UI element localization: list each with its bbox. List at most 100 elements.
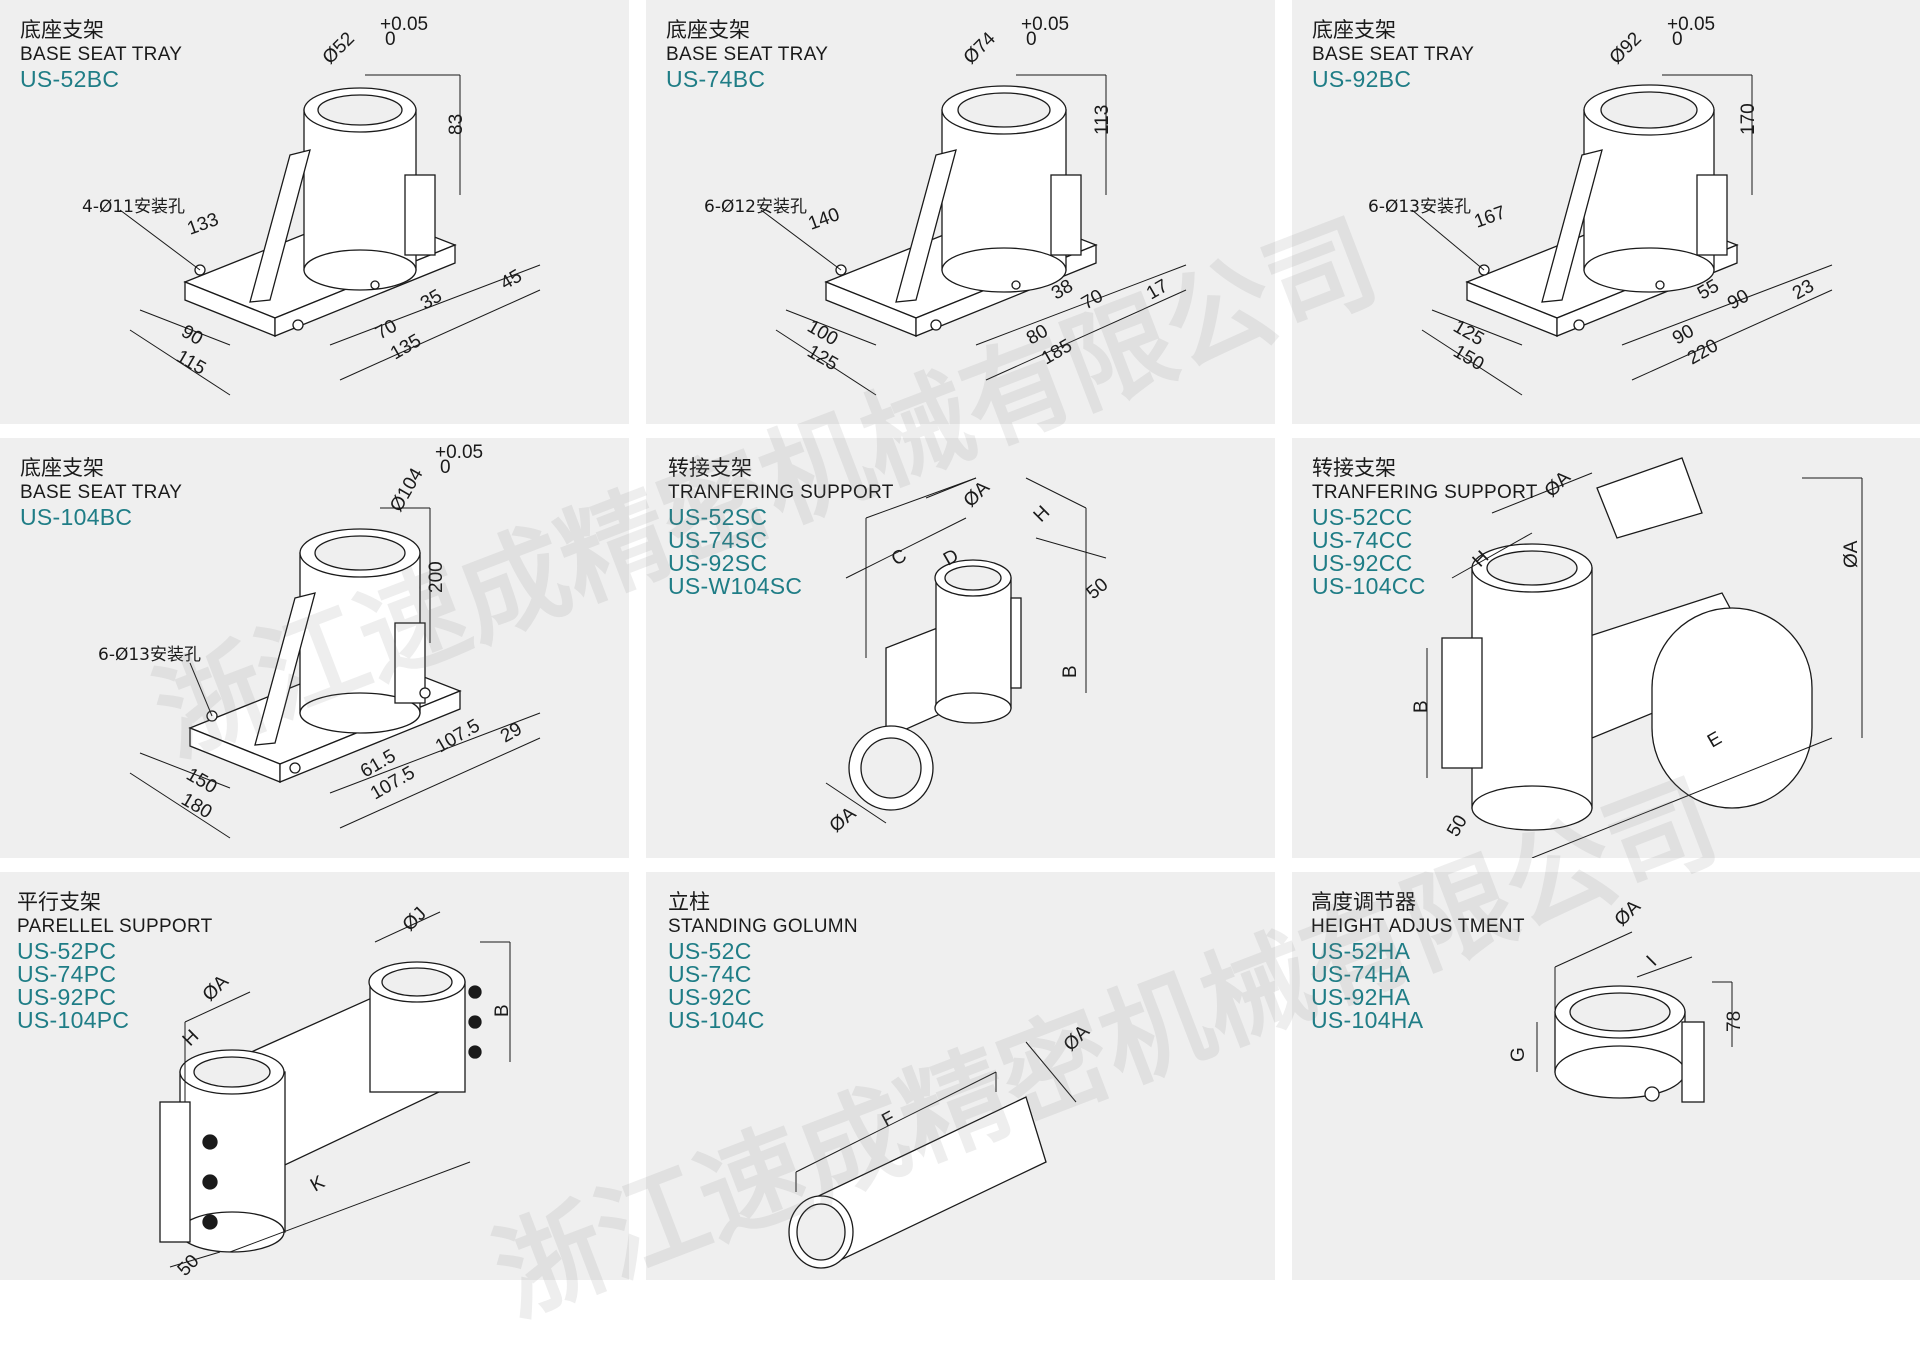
model-item: US-74C [668, 961, 752, 987]
label-dim-4: 107.5 [432, 715, 484, 757]
label-f: F [878, 1107, 898, 1131]
title-cn: 高度调节器 [1311, 890, 1416, 914]
label-k: K [307, 1172, 329, 1197]
panel-header: 转接支架 TRANFERING SUPPORT US-52SC US-74SC … [668, 456, 894, 598]
model-list: US-52CC US-74CC US-92CC US-104CC [1312, 506, 1538, 598]
label-dim-8: 115 [173, 346, 210, 379]
drawing-base-seat-tray-52: Ø52 +0.05 0 4-Ø11安装孔 83 133 45 35 70 135… [82, 14, 541, 396]
model-list: US-74BC [666, 68, 828, 91]
label-dim-1: 113 [1092, 105, 1113, 135]
panel-header: 底座支架 BASE SEAT TRAY US-104BC [20, 456, 182, 529]
model-item: US-104BC [20, 504, 133, 530]
drawing-parellel-support: ØJ ØA H B K 50 [159, 904, 513, 1280]
panel-header: 底座支架 BASE SEAT TRAY US-92BC [1312, 18, 1474, 91]
model-list: US-52PC US-74PC US-92PC US-104PC [17, 940, 213, 1032]
drawing-tranfering-support-sc: ØA ØA H C D B 50 [826, 477, 1113, 837]
title-cn: 立柱 [668, 890, 710, 914]
panel-header: 高度调节器 HEIGHT ADJUS TMENT US-52HA US-74HA… [1311, 890, 1525, 1032]
model-list: US-52HA US-74HA US-92HA US-104HA [1311, 940, 1525, 1032]
label-tol-plus: +0.05 [1021, 14, 1069, 35]
panel-tranfering-support-sc: ØA ØA H C D B 50 转接支架 TRANFERING SUPPORT… [646, 438, 1275, 858]
model-item: US-52BC [20, 66, 120, 92]
label-dim-7: 90 [178, 321, 207, 350]
label-a-top: ØA [1541, 467, 1575, 501]
label-diameter: Ø92 [1606, 28, 1646, 68]
model-item: US-52PC [17, 938, 117, 964]
label-50: 50 [1443, 812, 1472, 841]
label-a: ØA [1611, 896, 1645, 930]
title-cn: 底座支架 [20, 18, 104, 42]
model-item: US-74HA [1311, 961, 1411, 987]
drawing-standing-golumn: F ØA [788, 1021, 1094, 1269]
label-b: B [1060, 665, 1081, 678]
label-dim-3: 29 [497, 719, 526, 748]
label-holes: 6-Ø13安装孔 [1368, 197, 1471, 217]
label-dim-2: 140 [806, 204, 843, 235]
model-item: US-74SC [668, 527, 768, 553]
model-item: US-52C [668, 938, 752, 964]
label-h: H [1030, 502, 1055, 527]
title-en: TRANFERING SUPPORT [668, 482, 894, 503]
model-item: US-74CC [1312, 527, 1413, 553]
model-item: US-104C [668, 1007, 765, 1033]
model-list: US-52BC [20, 68, 182, 91]
label-50: 50 [174, 1251, 204, 1280]
title-en: PARELLEL SUPPORT [17, 916, 213, 937]
label-holes: 6-Ø13安装孔 [98, 645, 201, 665]
label-diameter: Ø52 [319, 28, 359, 68]
drawing-tranfering-support-cc: ØA ØA H B E 50 [1411, 457, 1863, 858]
label-g: G [1508, 1047, 1529, 1062]
label-dim-4: 90 [1724, 286, 1753, 315]
model-item: US-92BC [1312, 66, 1412, 92]
model-list: US-104BC [20, 506, 182, 529]
model-item: US-92PC [17, 984, 117, 1010]
title-cn: 底座支架 [666, 18, 750, 42]
panel-base-seat-tray-74: Ø74 +0.05 0 6-Ø12安装孔 113 140 17 70 38 80… [646, 0, 1275, 424]
model-item: US-92HA [1311, 984, 1411, 1010]
model-item: US-104CC [1312, 573, 1426, 599]
panel-standing-golumn: F ØA 立柱 STANDING GOLUMN US-52C US-74C US… [646, 872, 1275, 1280]
model-list: US-52SC US-74SC US-92SC US-W104SC [668, 506, 894, 598]
model-list: US-92BC [1312, 68, 1474, 91]
label-tol-zero: 0 [1672, 29, 1683, 50]
label-a-side: ØA [826, 803, 861, 837]
label-dim-3: 45 [497, 266, 526, 295]
title-cn: 转接支架 [668, 456, 752, 480]
model-list: US-52C US-74C US-92C US-104C [668, 940, 858, 1032]
panel-parellel-support: ØJ ØA H B K 50 平行支架 PARELLEL SUPPORT US-… [0, 872, 629, 1280]
title-cn: 转接支架 [1312, 456, 1396, 480]
label-dim-8: 150 [1450, 341, 1488, 375]
panel-header: 立柱 STANDING GOLUMN US-52C US-74C US-92C … [668, 890, 858, 1032]
title-en: TRANFERING SUPPORT [1312, 482, 1538, 503]
label-a: ØA [1060, 1021, 1094, 1055]
label-b: B [492, 1004, 513, 1017]
label-dim-4: 70 [1078, 286, 1107, 315]
label-tol-zero: 0 [440, 457, 451, 478]
title-cn: 底座支架 [20, 456, 104, 480]
model-item: US-104PC [17, 1007, 130, 1033]
panel-base-seat-tray-92: Ø92 +0.05 0 6-Ø13安装孔 170 167 23 90 55 90… [1292, 0, 1920, 424]
label-dim-8: 125 [804, 341, 842, 375]
label-b: B [1411, 700, 1432, 713]
model-item: US-74BC [666, 66, 766, 92]
label-dim-2: 167 [1472, 202, 1509, 233]
label-diameter: Ø74 [960, 28, 1001, 69]
label-holes: 6-Ø12安装孔 [704, 197, 807, 217]
panel-header: 底座支架 BASE SEAT TRAY US-74BC [666, 18, 828, 91]
label-tol-zero: 0 [385, 29, 396, 50]
title-en: BASE SEAT TRAY [20, 482, 183, 503]
panel-header: 底座支架 BASE SEAT TRAY US-52BC [20, 18, 182, 91]
title-cn: 平行支架 [17, 890, 101, 914]
label-tol-zero: 0 [1026, 29, 1037, 50]
label-tol-plus: +0.05 [435, 442, 483, 463]
model-item: US-W104SC [668, 573, 803, 599]
model-item: US-74PC [17, 961, 117, 987]
model-item: US-52HA [1311, 938, 1411, 964]
title-en: BASE SEAT TRAY [20, 44, 183, 65]
label-dim-1: 170 [1738, 103, 1759, 135]
title-en: BASE SEAT TRAY [666, 44, 829, 65]
label-78: 78 [1724, 1011, 1745, 1032]
model-item: US-52CC [1312, 504, 1413, 530]
label-dim-1: 200 [426, 561, 447, 593]
drawing-height-adjustment: ØA I G 78 [1508, 896, 1745, 1103]
